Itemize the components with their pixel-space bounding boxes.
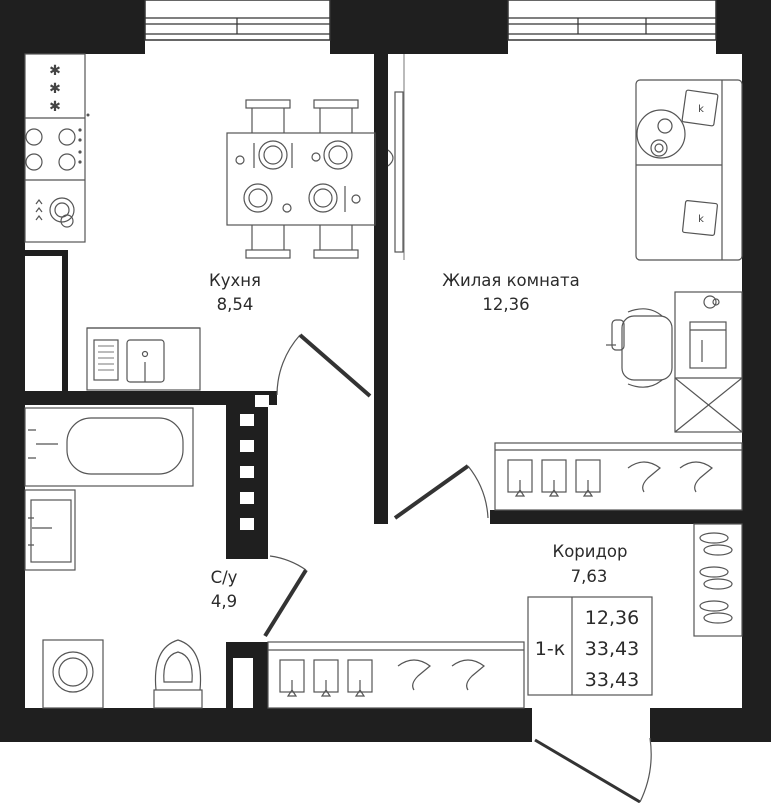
- fridge-icon: ✱ ✱ ✱: [49, 63, 61, 115]
- shoe-rack: [693, 523, 743, 637]
- svg-text:k: k: [698, 104, 704, 115]
- svg-text:✱: ✱: [49, 81, 61, 97]
- summary-table: [527, 596, 653, 696]
- svg-text:✱: ✱: [49, 63, 61, 79]
- wardrobe-living: [494, 442, 743, 511]
- dining-table: [226, 99, 376, 259]
- living-area: 12,36: [482, 295, 529, 314]
- summary-total-area: 33,43: [585, 638, 639, 660]
- bathroom-name: С/у: [211, 568, 238, 587]
- outer-walls: [0, 0, 771, 742]
- sofa: k k: [635, 79, 743, 261]
- desk: [674, 291, 743, 433]
- bathroom-door: [263, 555, 308, 638]
- washing-machine: [42, 639, 104, 709]
- living-door: [393, 464, 489, 520]
- toilet: [153, 639, 203, 709]
- summary-total-area-2: 33,43: [585, 669, 639, 691]
- corridor-name: Коридор: [553, 542, 628, 561]
- dishes-icon: [35, 197, 75, 228]
- kitchen-door: [276, 333, 372, 398]
- svg-text:k: k: [698, 214, 704, 225]
- stove-icon: [25, 128, 82, 171]
- living-name: Жилая комната: [442, 271, 579, 290]
- balcony-door: [387, 54, 405, 260]
- kitchen-counter: [24, 53, 90, 243]
- kitchen-sink: [86, 327, 201, 391]
- wardrobe-corridor: [267, 641, 525, 709]
- bathroom-sink: [24, 489, 76, 571]
- svg-text:✱: ✱: [49, 99, 61, 115]
- bathtub: [24, 407, 194, 487]
- window-kitchen: [144, 0, 331, 41]
- coffee-table: [636, 109, 686, 159]
- interior-walls: [25, 54, 742, 710]
- kitchen-name: Кухня: [209, 271, 261, 290]
- window-living: [507, 0, 717, 41]
- kitchen-area: 8,54: [217, 295, 254, 314]
- bathroom-area: 4,9: [211, 592, 237, 611]
- desk-chair: [606, 308, 673, 388]
- entrance-door: [534, 737, 652, 803]
- summary-living-area: 12,36: [585, 607, 639, 629]
- corridor-area: 7,63: [571, 567, 608, 586]
- apartment-type: 1-к: [535, 638, 565, 660]
